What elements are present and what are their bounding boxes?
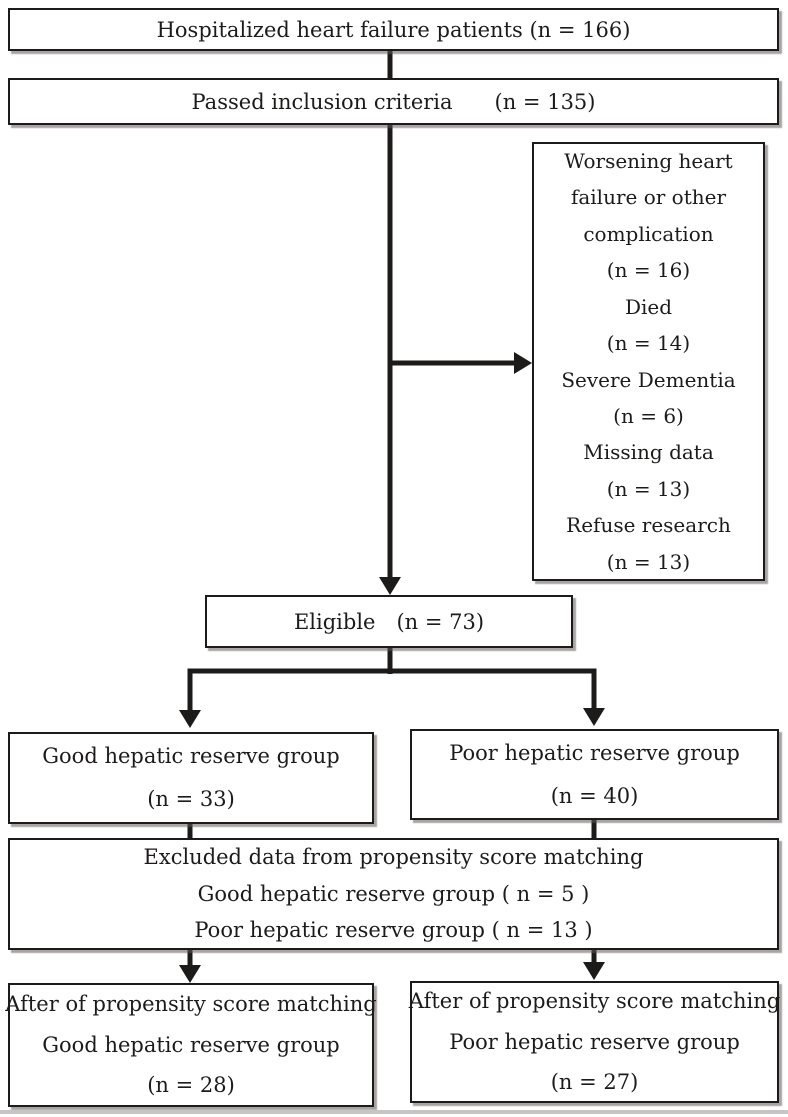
connector-branch-bar — [187, 668, 597, 712]
arrowhead-into-after-poor — [583, 962, 605, 980]
box-eligible: Eligible (n = 73) — [205, 595, 573, 648]
box-text-line: (n = 40) — [550, 783, 639, 808]
box-passed-inclusion-criteria: Passed inclusion criteria (n = 135) — [8, 78, 779, 125]
arrowhead-into-after-good — [179, 965, 201, 983]
box-text-line: Excluded data from propensity score matc… — [143, 845, 644, 870]
arrowhead-into-poor-group — [583, 708, 605, 726]
box-text-line: Good hepatic reserve group ( n = 5 ) — [197, 881, 590, 906]
arrowhead-into-exclusions — [514, 352, 532, 374]
box-text-line: Good hepatic reserve group — [42, 744, 340, 768]
box-text-line: Severe Dementia — [561, 367, 736, 392]
box-exclusion-reasons: Worsening heart failure or other complicat… — [532, 142, 765, 581]
box-text-line: Died — [624, 294, 673, 319]
box-text-line: After of propensity score matching — [408, 989, 781, 1014]
box-text-line: (n = 6) — [613, 403, 684, 428]
box-text-line: Refuse research — [566, 513, 731, 538]
box-text-line: Passed inclusion criteria (n = 135) — [191, 89, 596, 114]
box-text-line: (n = 13) — [606, 549, 691, 574]
box-text-line: (n = 27) — [550, 1070, 639, 1095]
box-text-line: (n = 14) — [606, 331, 691, 356]
box-text-line: (n = 16) — [606, 258, 691, 283]
box-text-line: (n = 28) — [147, 1073, 235, 1098]
box-text-line: Poor hepatic reserve group ( n = 13 ) — [194, 918, 593, 943]
arrowhead-into-eligible — [379, 577, 401, 595]
arrowhead-into-good-group — [179, 710, 201, 728]
box-text-line: Missing data — [583, 440, 714, 465]
figure-bottom-rule — [0, 1110, 788, 1114]
box-text-line: (n = 13) — [606, 476, 691, 501]
box-text-line: failure or other — [570, 185, 727, 210]
box-excluded-from-propensity-matching: Excluded data from propensity score matc… — [8, 838, 779, 950]
box-text-line: Eligible (n = 73) — [293, 609, 485, 634]
box-text-line: Worsening heart — [564, 149, 733, 174]
box-poor-hepatic-reserve-group: Poor hepatic reserve group (n = 40) — [410, 729, 779, 820]
box-text-line: complication — [583, 221, 714, 246]
box-good-hepatic-reserve-group: Good hepatic reserve group (n = 33) — [8, 732, 374, 824]
box-text-line: Hospitalized heart failure patients (n =… — [156, 17, 631, 42]
box-text-line: Good hepatic reserve group — [42, 1032, 340, 1057]
box-text-line: (n = 33) — [147, 787, 235, 811]
box-text-line: Poor hepatic reserve group — [449, 740, 740, 765]
box-hospitalized-patients: Hospitalized heart failure patients (n =… — [8, 8, 779, 51]
box-text-line: After of propensity score matching — [5, 992, 377, 1017]
box-text-line: Poor hepatic reserve group — [449, 1029, 740, 1054]
